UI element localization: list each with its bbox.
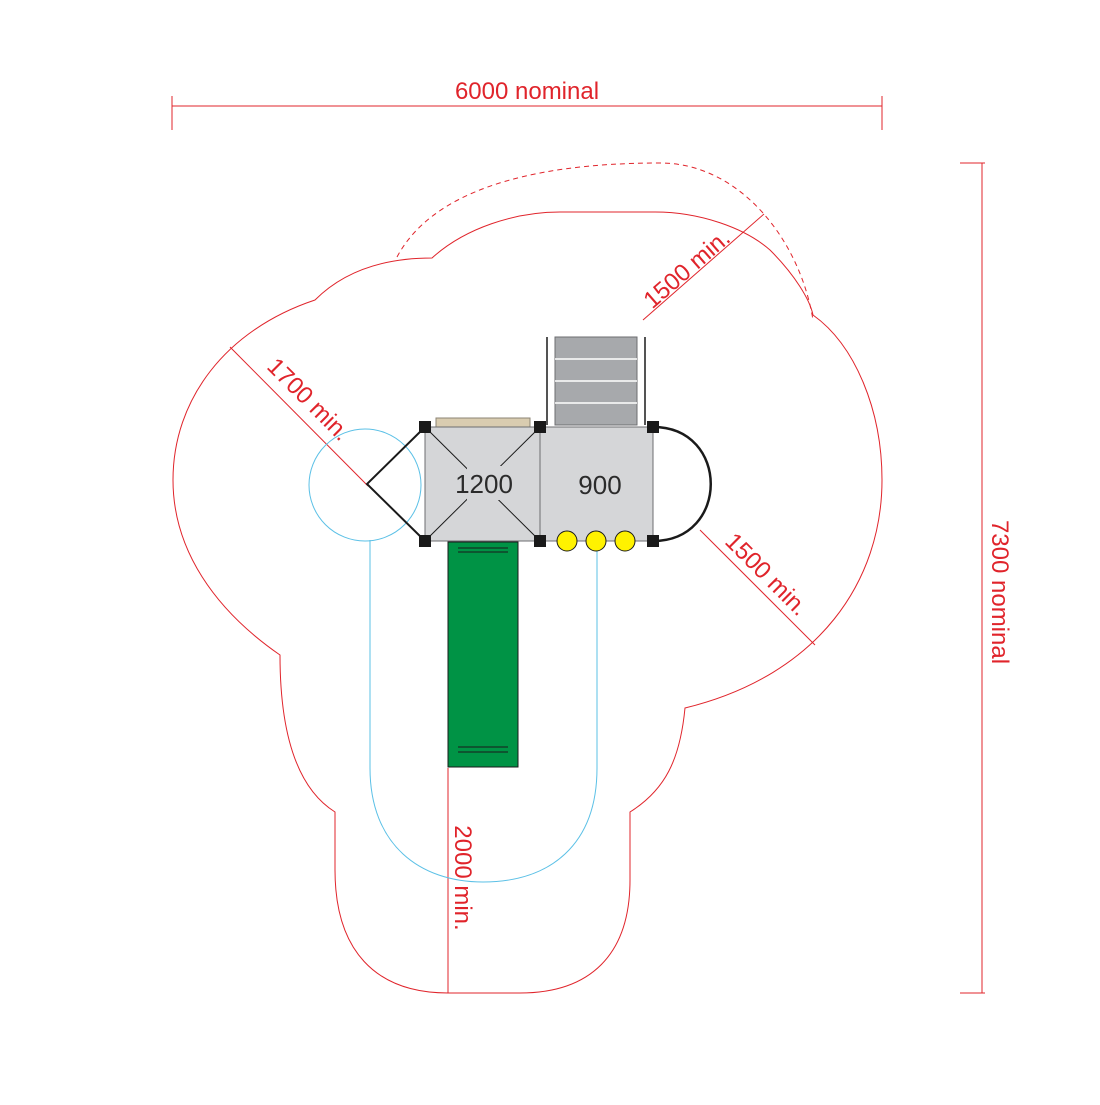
- width-dimension-label: 6000 nominal: [455, 78, 599, 105]
- clearance-line-top-right: [642, 213, 765, 321]
- clearance-label-right: 1500 min.: [719, 528, 813, 622]
- deck-right: [539, 426, 654, 542]
- post: [647, 421, 659, 433]
- deck-left-label: 1200: [455, 469, 513, 499]
- width-dimension: 6000 nominal: [171, 78, 883, 130]
- height-dimension: 7300 nominal: [960, 162, 1013, 994]
- deck-arch: [652, 425, 712, 543]
- height-dimension-label: 7300 nominal: [986, 520, 1013, 664]
- post: [419, 535, 431, 547]
- safety-zone-outline: [172, 211, 883, 994]
- clearance-label-left: 1700 min.: [261, 353, 355, 447]
- post: [534, 535, 546, 547]
- climber-hold: [556, 530, 578, 552]
- climber-hold: [585, 530, 607, 552]
- impact-area-slide-runout: [369, 540, 598, 883]
- post: [419, 421, 431, 433]
- climber-diamond: [365, 426, 426, 542]
- stairs: [546, 336, 646, 426]
- clearance-label-top-right: 1500 min.: [638, 225, 735, 315]
- clearance-label-bottom: 2000 min.: [449, 825, 476, 930]
- impact-area-circle-left: [308, 428, 422, 542]
- climber-hold: [614, 530, 636, 552]
- deck-right-label: 900: [578, 470, 621, 500]
- slide-body: [447, 541, 519, 768]
- post: [534, 421, 546, 433]
- clearance-line-left: [229, 346, 369, 487]
- deck-left-label-backdrop: [467, 466, 503, 500]
- post: [647, 535, 659, 547]
- slide: [447, 541, 519, 768]
- clearance-line-right: [699, 529, 816, 646]
- safety-zone-dashed-arc: [396, 162, 814, 321]
